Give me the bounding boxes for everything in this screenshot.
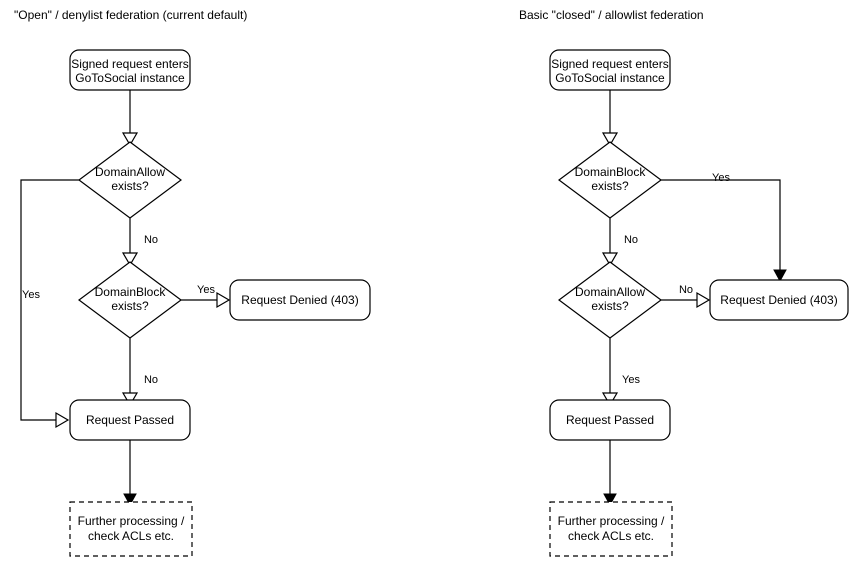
start-box-label-line2: GoToSocial instance: [75, 71, 185, 85]
node-further-processing-denylist: Further processing / check ACLs etc.: [69, 501, 193, 557]
start-box-label-line2: GoToSocial instance: [555, 71, 665, 85]
node-request-passed-allowlist: Request Passed: [549, 399, 671, 441]
decision2-label-line2: exists?: [111, 299, 149, 313]
decision2-label-line1: DomainAllow: [575, 285, 645, 299]
edge-label-allow-no: No: [144, 234, 158, 246]
edge-start-to-domainblock: [601, 90, 619, 147]
node-start-denylist: Signed request enters GoToSocial instanc…: [69, 49, 191, 91]
arrowhead-filled: [773, 269, 787, 283]
edge-start-to-domainallow: [121, 90, 139, 147]
arrowhead-open: [696, 291, 711, 309]
denied-box-shape: [229, 279, 371, 321]
node-start-allowlist: Signed request enters GoToSocial instanc…: [549, 49, 671, 91]
decision1-label-line2: exists?: [111, 179, 149, 193]
edge-domainblock-yes-to-denied: Yes: [181, 284, 231, 309]
further-box-label-line2: check ACLs etc.: [88, 529, 174, 543]
edge-passed-to-further-allowlist: [603, 440, 617, 507]
arrowhead-open: [601, 252, 619, 267]
node-decision-domainblock-denylist: DomainBlock exists?: [77, 261, 183, 339]
denied-box-shape: [709, 279, 849, 321]
arrowhead-open: [601, 392, 619, 407]
edge-domainallow-no-to-denied-allowlist: No: [661, 284, 711, 309]
edge-label-block-no: No: [144, 374, 158, 386]
edge-domainallow-yes-to-passed: Yes: [20, 179, 79, 429]
edge-domainblock-yes-to-denied-allowlist: Yes: [661, 172, 787, 283]
node-request-denied-allowlist: Request Denied (403): [709, 279, 849, 321]
decision1-label-line1: DomainBlock: [575, 165, 647, 179]
edge-label-allow-no: No: [679, 284, 693, 296]
node-decision-domainallow-denylist: DomainAllow exists?: [77, 141, 183, 219]
further-box-shape: [549, 501, 673, 557]
decision2-label-line2: exists?: [591, 299, 629, 313]
node-request-passed-denylist: Request Passed: [69, 399, 191, 441]
denied-box-label: Request Denied (403): [720, 293, 837, 307]
passed-box-label: Request Passed: [566, 413, 654, 427]
arrowhead-filled: [123, 493, 137, 507]
edge-passed-to-further-denylist: [123, 440, 137, 507]
node-decision-domainallow-allowlist: DomainAllow exists?: [557, 261, 663, 339]
edge-domainblock-no-to-domainallow: No: [601, 218, 638, 267]
arrowhead-open: [121, 392, 139, 407]
passed-box-label: Request Passed: [86, 413, 174, 427]
arrowhead-open: [601, 132, 619, 147]
further-box-shape: [69, 501, 193, 557]
edge-label-block-yes: Yes: [197, 284, 215, 296]
edge-domainallow-yes-to-passed-allowlist: Yes: [601, 338, 640, 407]
arrowhead-open: [121, 132, 139, 147]
panel-heading-allowlist: Basic "closed" / allowlist federation: [519, 8, 704, 22]
arrowhead-filled: [603, 493, 617, 507]
denied-box-label: Request Denied (403): [241, 293, 358, 307]
decision1-label-line2: exists?: [591, 179, 629, 193]
further-box-label-line1: Further processing /: [78, 514, 185, 528]
edge-label-allow-yes: Yes: [22, 289, 40, 301]
panel-allowlist: Basic "closed" / allowlist federation Si…: [519, 8, 849, 557]
arrowhead-open: [55, 411, 70, 429]
further-box-label-line1: Further processing /: [558, 514, 665, 528]
node-decision-domainblock-allowlist: DomainBlock exists?: [557, 141, 663, 219]
edge-label-allow-yes: Yes: [622, 374, 640, 386]
decision2-label-line1: DomainBlock: [95, 285, 167, 299]
edge-label-block-yes: Yes: [712, 172, 730, 184]
start-box-label-line1: Signed request enters: [551, 57, 668, 71]
node-request-denied-denylist: Request Denied (403): [229, 279, 371, 321]
edge-domainblock-no-to-passed: No: [121, 338, 158, 407]
further-box-label-line2: check ACLs etc.: [568, 529, 654, 543]
decision1-label-line1: DomainAllow: [95, 165, 165, 179]
arrowhead-open: [121, 252, 139, 267]
edge-label-block-no: No: [624, 234, 638, 246]
panel-denylist: "Open" / denylist federation (current de…: [14, 8, 371, 557]
arrowhead-open: [216, 291, 231, 309]
edge-domainallow-no-to-domainblock: No: [121, 218, 158, 267]
panel-heading-denylist: "Open" / denylist federation (current de…: [14, 8, 247, 22]
node-further-processing-allowlist: Further processing / check ACLs etc.: [549, 501, 673, 557]
start-box-label-line1: Signed request enters: [71, 57, 188, 71]
